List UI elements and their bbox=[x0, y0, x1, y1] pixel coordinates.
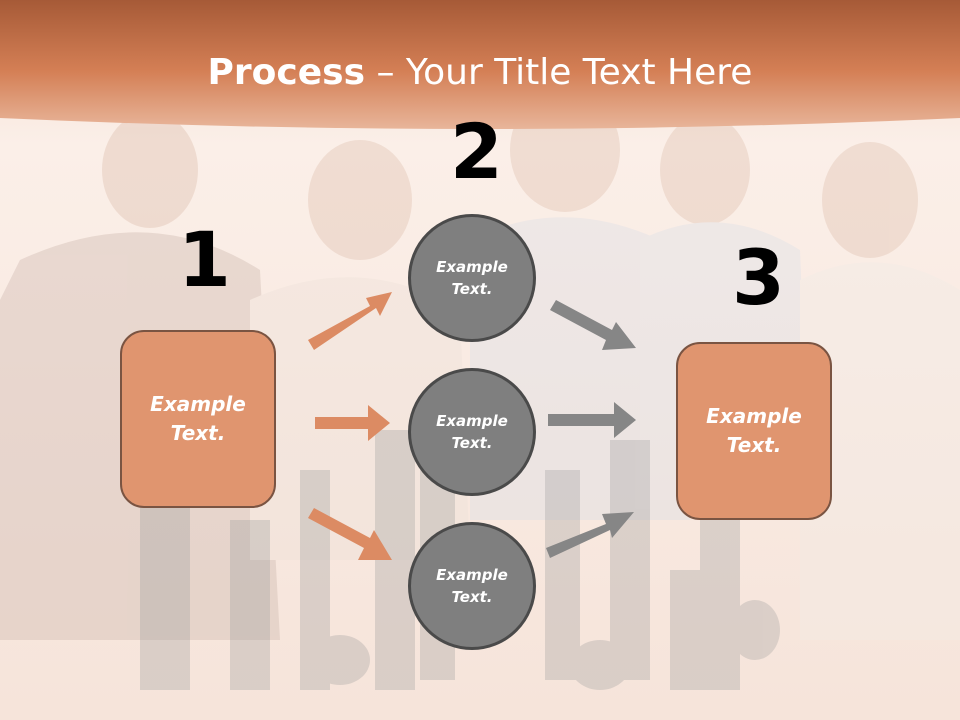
step-number-3: 3 bbox=[732, 233, 785, 322]
circle-bottom-line2: Text. bbox=[451, 588, 493, 606]
step-1-text-line1: Example bbox=[150, 392, 246, 416]
circle-top-line2: Text. bbox=[451, 280, 493, 298]
title-rest: – Your Title Text Here bbox=[365, 52, 753, 93]
circle-bottom-line1: Example bbox=[436, 565, 508, 584]
step-1-text-line2: Text. bbox=[170, 421, 226, 445]
step-3-text-line2: Text. bbox=[726, 433, 782, 457]
circle-middle-line1: Example bbox=[436, 411, 508, 430]
page-title: Process – Your Title Text Here bbox=[0, 52, 960, 93]
step-3-text-line1: Example bbox=[706, 404, 802, 428]
title-bold: Process bbox=[207, 52, 366, 93]
circle-middle-line2: Text. bbox=[451, 434, 493, 452]
circle-top-line1: Example bbox=[436, 257, 508, 276]
step-number-2: 2 bbox=[450, 107, 503, 196]
step-number-1: 1 bbox=[178, 215, 231, 304]
